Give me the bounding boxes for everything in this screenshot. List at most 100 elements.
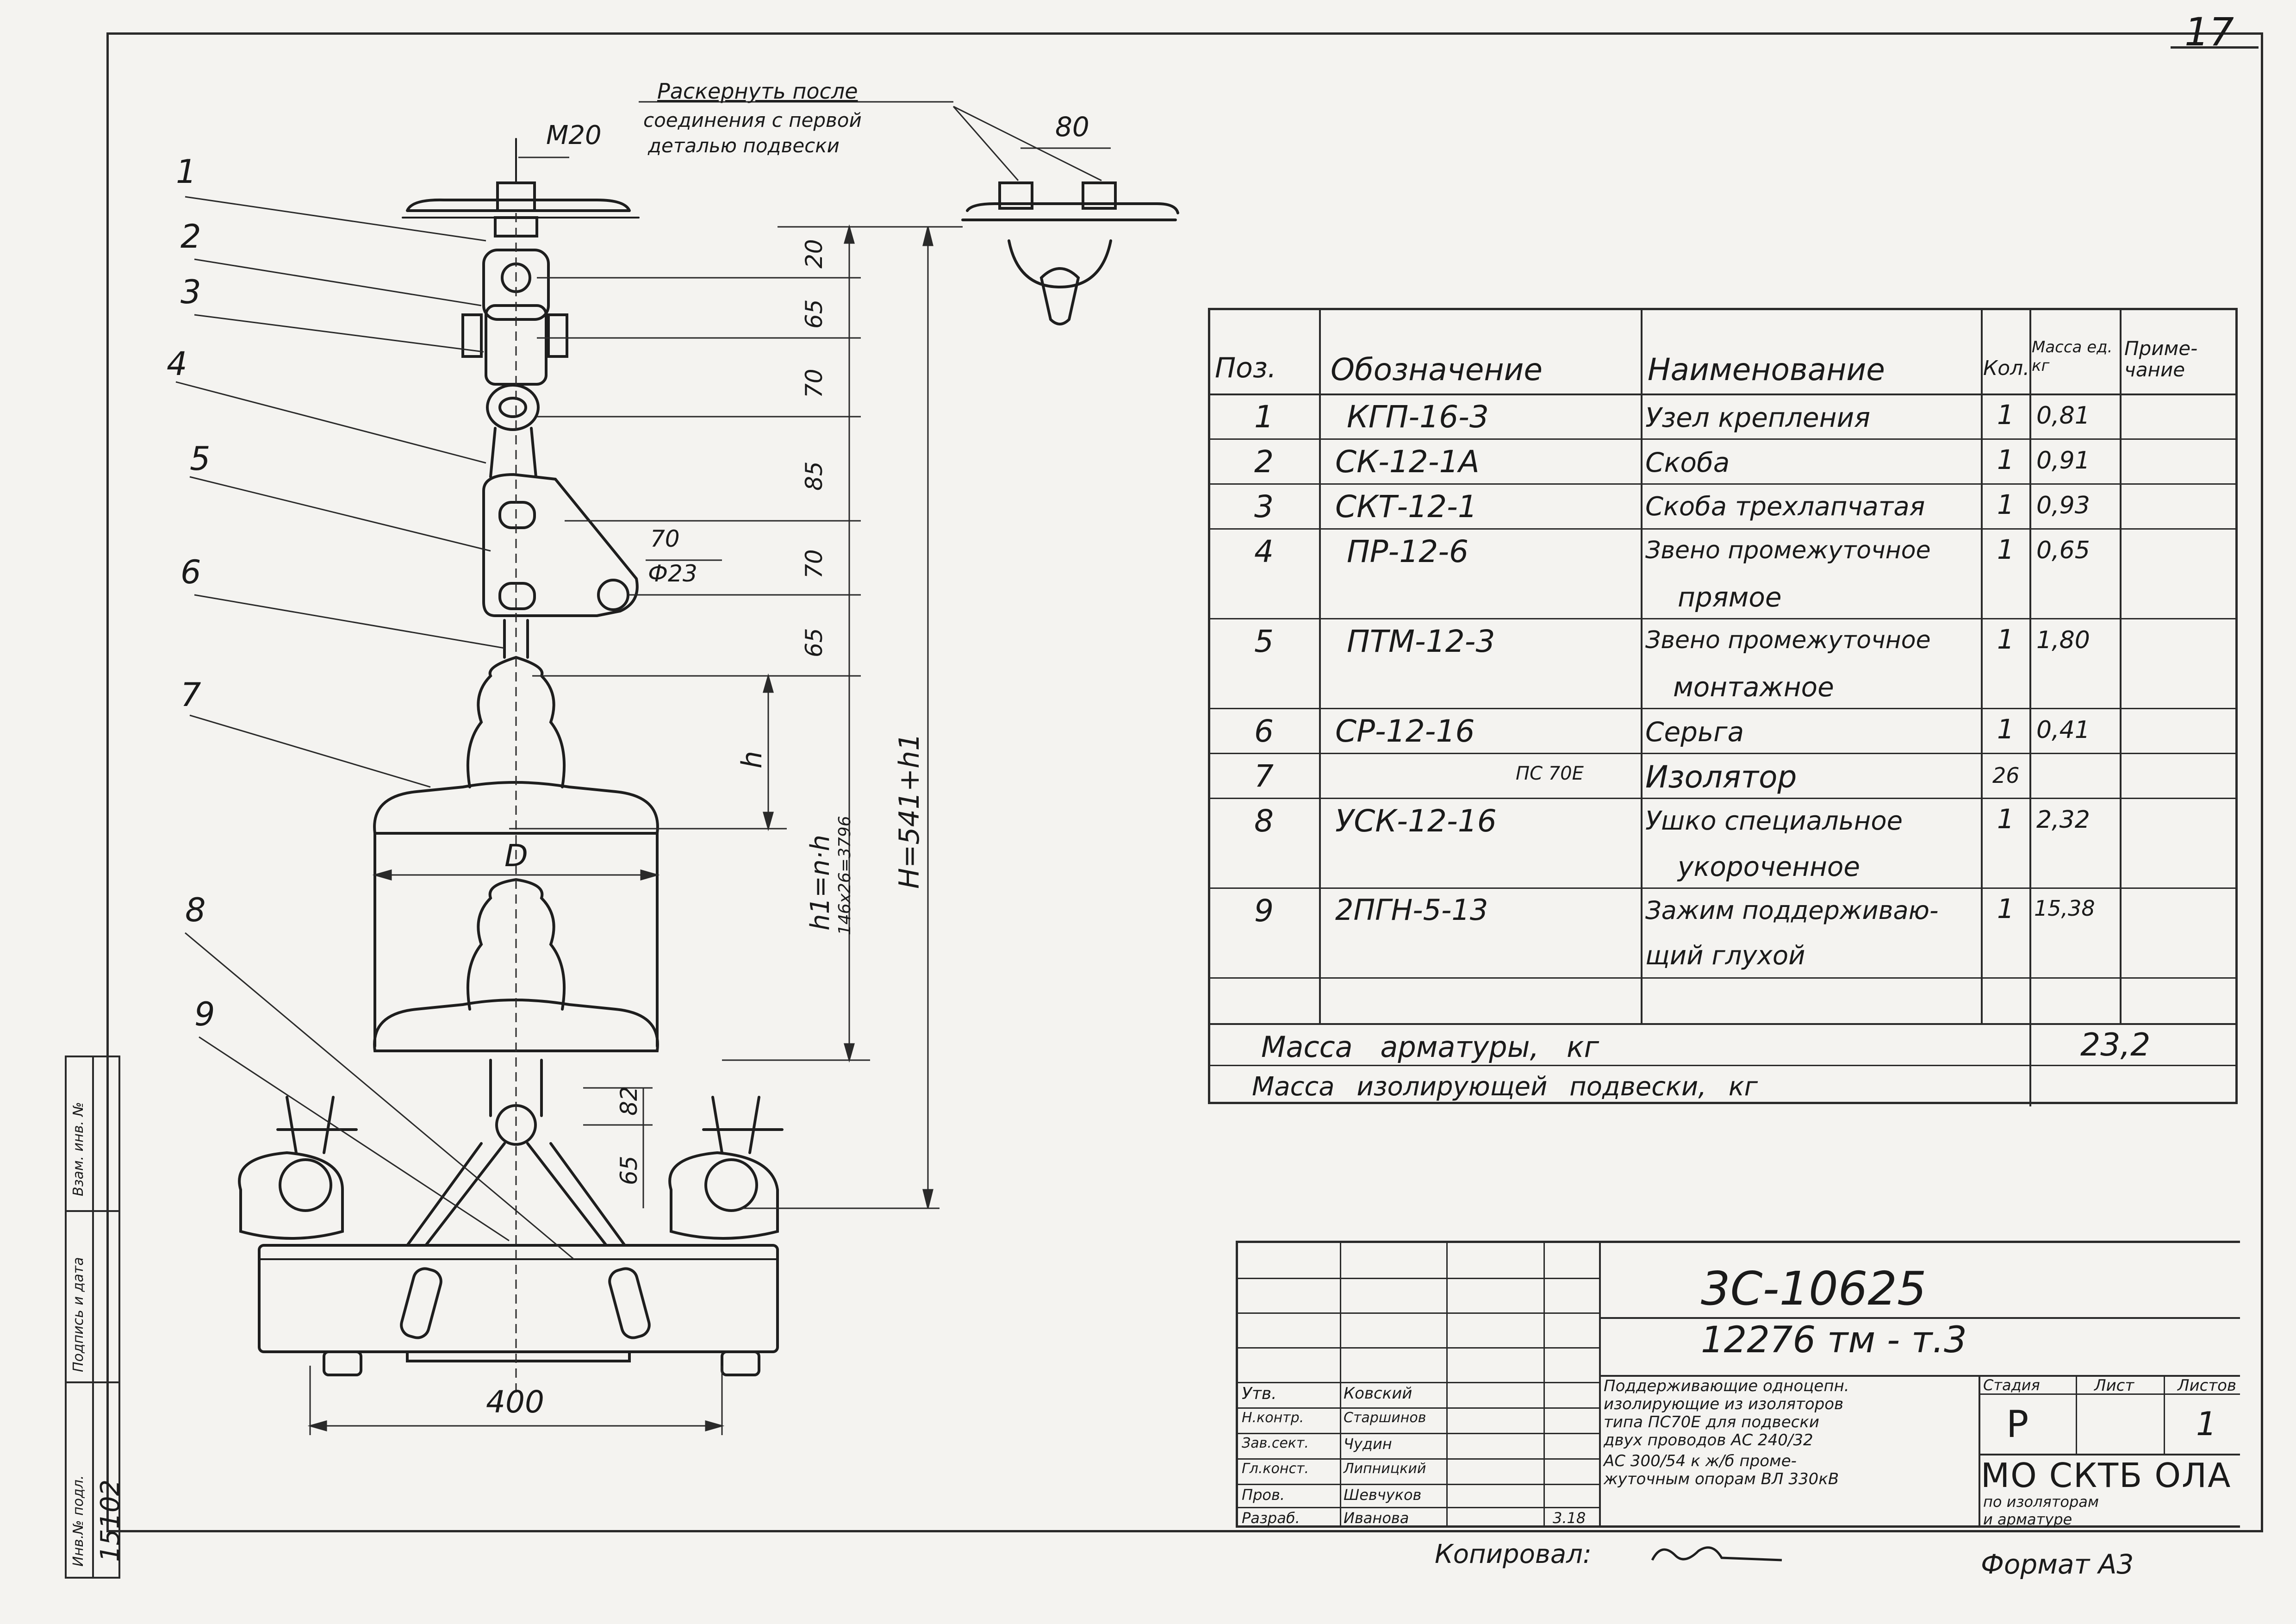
row-designation: СК-12-1А [1335,444,1480,480]
copier-signature [1651,1546,1782,1562]
drawing-frame [106,32,2263,1532]
signer-name: Шевчуков [1344,1486,1422,1504]
col-line [92,1057,94,1577]
row-qty: 1 [1997,534,2014,565]
sign-date-label: Подпись и дата [70,1257,87,1373]
dim-H: H=541+h1 [893,733,926,889]
table-row: 4 ПР-12-6 Звено промежуточное 1 0,65 [1210,528,2235,573]
row-mass: 1,80 [2036,626,2090,654]
total-insulating-label: Масса изолирующей подвески, кг [1252,1072,1758,1102]
dim-85: 85 [801,461,828,491]
col-line [1446,1243,1448,1525]
pos-label-6: 6 [180,553,201,591]
row-line [1238,1507,1599,1508]
title-block: 3С-10625 12276 тм - т.3 Поддерживающие о… [1236,1241,2240,1528]
project-code: 12276 тм - т.3 [1701,1319,1967,1361]
dim-400: 400 [486,1384,544,1420]
row-pos: 2 [1254,444,1274,480]
row-name: монтажное [1673,671,1834,703]
signer-name: Липницкий [1344,1461,1426,1477]
table-row: 2 СК-12-1А Скоба 1 0,91 [1210,438,2235,485]
pos-label-1: 1 [176,153,197,191]
row-qty: 1 [1997,803,2014,835]
row-line [1238,1433,1599,1434]
table-row: 1 КГП-16-3 Узел крепления 1 0,81 [1210,394,2235,440]
row-pos: 5 [1254,624,1274,659]
row-name: прямое [1678,581,1782,613]
table-row: укороченное [1210,843,2235,889]
title-line: АС 300/54 к ж/б проме- [1604,1452,1797,1470]
row-pos: 7 [1254,758,1274,794]
table-row: 5 ПТМ-12-3 Звено промежуточное 1 1,80 [1210,618,2235,663]
row-designation: СР-12-16 [1335,713,1475,749]
spacing-label: 80 [1055,111,1089,143]
row-name: укороченное [1678,851,1860,882]
dim-20: 20 [801,239,828,269]
row-line [1238,1278,1599,1279]
pos-label-9: 9 [194,995,215,1033]
copied-label: Копировал: [1435,1539,1592,1569]
row-line [1238,1382,1599,1383]
row-line [1979,1454,2240,1455]
org-line-3: и арматуре [1983,1511,2072,1528]
row-mass: 0,91 [2036,447,2090,475]
col-line [1599,1243,1601,1525]
stage-value: Р [2006,1403,2029,1446]
total-fittings-label: Масса арматуры, кг [1261,1030,1599,1064]
inv-dup-label: Взам. инв. № [70,1102,87,1196]
row-name: Звено промежуточное [1645,537,1931,564]
title-line: изолирующие из изоляторов [1604,1395,1844,1413]
pos-label-8: 8 [185,891,206,929]
pos-label-5: 5 [190,440,211,478]
dim-65a: 65 [801,299,828,329]
inv-number: 15102 [95,1479,125,1562]
rivet-note-line-3: деталью подвески [648,134,840,157]
row-name: Зажим поддерживаю- [1645,896,1939,925]
row-line [1238,1312,1599,1314]
row-line [1599,1375,2240,1377]
row-qty: 1 [1997,489,2014,520]
signer-role: Пров. [1242,1486,1285,1504]
row-line [1238,1458,1599,1460]
table-row: 9 2ПГН-5-13 Зажим поддерживаю- 1 15,38 [1210,887,2235,932]
pos-label-3: 3 [180,273,201,311]
row-mass: 15,38 [2034,896,2095,921]
row-line [67,1210,118,1212]
row-pos: 1 [1254,399,1274,435]
format-label: Формат А3 [1981,1549,2134,1580]
row-pos: 9 [1254,893,1274,929]
stage-label: Стадия [1983,1376,2040,1394]
dim-hole-23: Ф23 [648,560,697,587]
drawing-title: Поддерживающие одноцепн. изолирующие из … [1604,1377,1974,1488]
row-mass: 0,81 [2036,402,2090,430]
row-mass: 0,93 [2036,492,2090,519]
inv-no-label: Инв.№ подл. [70,1475,87,1567]
spec-rows: 1 КГП-16-3 Узел крепления 1 0,81 2 СК-12… [1210,394,2235,1025]
table-row: прямое [1210,573,2235,619]
header-bottom-line [1210,394,2235,395]
row-qty: 1 [1997,713,2014,745]
rivet-note-line-2: соединения с первой [643,109,862,131]
row-mass: 0,41 [2036,716,2090,744]
header-note: Приме-чание [2124,337,2198,381]
table-row: 7 ПС 70Е Изолятор 26 [1210,753,2235,799]
totals-line [1210,1065,2235,1066]
rivet-note-line-1: Раскернуть после [657,79,858,104]
dim-h1: h1=n·h [805,835,835,931]
dim-h: h [736,750,768,768]
row-designation: КГП-16-3 [1347,399,1489,435]
row-designation: ПС 70Е [1516,763,1584,784]
dim-70b: 70 [801,549,828,579]
row-line [67,1381,118,1383]
row-name: Серьга [1645,716,1744,748]
header-designation: Обозначение [1331,352,1543,387]
row-name: Изолятор [1645,759,1797,795]
row-pos: 6 [1254,713,1274,749]
col-line [1641,310,1643,1023]
row-line [1599,1317,2240,1319]
title-line: типа ПС70Е для подвески [1604,1413,1819,1431]
suspension-drawing [175,101,1179,1435]
dim-h1-calc: 146x26=3796 [835,816,854,935]
row-qty: 1 [1997,624,2014,655]
row-pos: 4 [1254,534,1274,569]
